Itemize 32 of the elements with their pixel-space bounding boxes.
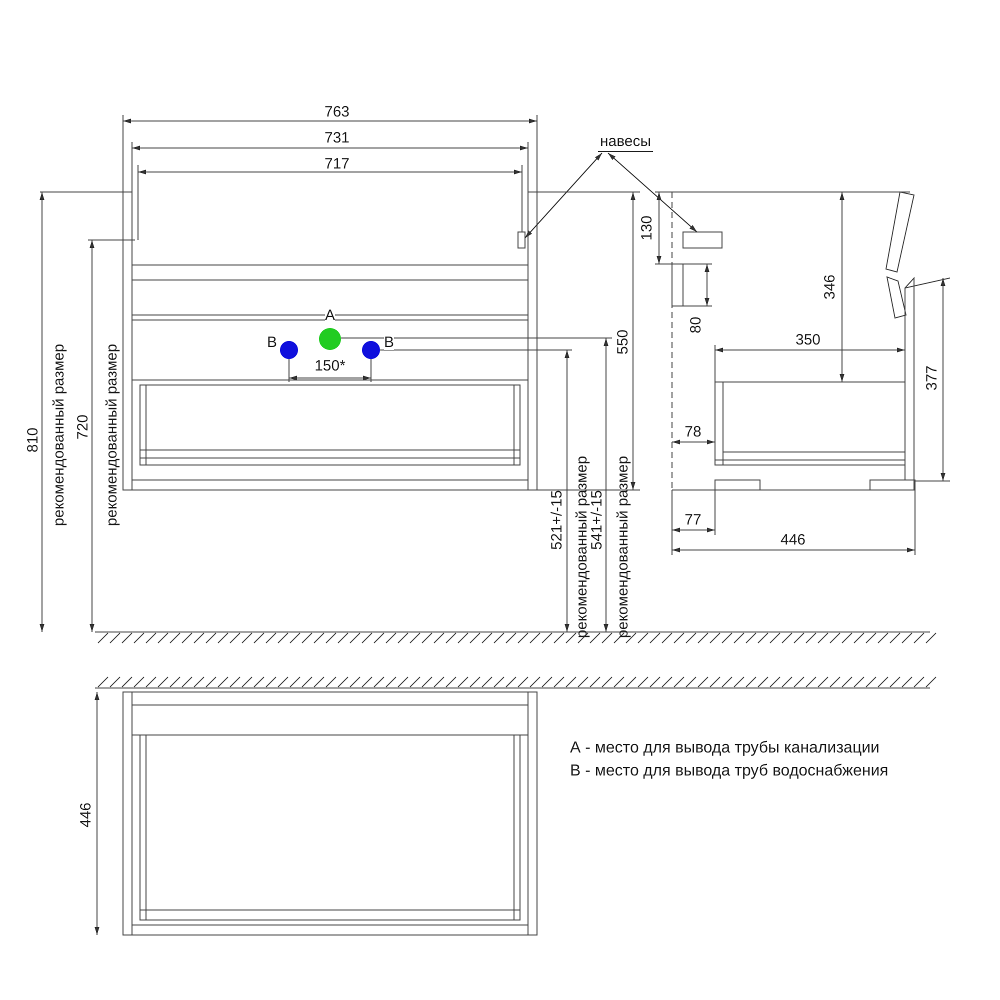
leader-line: [608, 152, 698, 232]
point-letter: А: [325, 309, 335, 323]
dimension-note: рекомендованный размер: [50, 344, 68, 526]
dimension-label: 80: [688, 316, 704, 334]
dimension-label: 150*: [314, 358, 346, 374]
dimension-label: 720: [74, 414, 92, 440]
dimension-label: 810: [24, 427, 42, 453]
dimension-label: 377: [924, 365, 940, 391]
dimension-label: 541+/-15: [588, 490, 606, 550]
dimension-label: 763: [324, 104, 350, 120]
legend-note: В - место для вывода труб водоснабжения: [570, 762, 888, 780]
dimension-note: рекомендованный размер: [614, 456, 632, 638]
dimension-label: 446: [780, 532, 806, 548]
dimension-label: 350: [795, 332, 821, 348]
point-letter: В: [384, 336, 394, 350]
dimension-label: 446: [78, 802, 94, 828]
legend-note: А - место для вывода трубы канализации: [570, 740, 880, 756]
hinge: [682, 232, 722, 248]
dimension-label: 550: [614, 329, 632, 355]
callout-label: навесы: [598, 133, 654, 152]
dimension-note: рекомендованный размер: [104, 344, 120, 526]
point-letter: В: [267, 336, 277, 350]
dimension-label: 731: [324, 130, 350, 146]
dimension-label: 78: [684, 424, 702, 440]
dimension-note: рекомендованный размер: [574, 456, 590, 638]
dimension-label: 346: [822, 274, 838, 300]
dimension-label: 521+/-15: [548, 490, 566, 550]
dimension-label: 130: [638, 215, 656, 241]
dimension-label: 717: [324, 156, 350, 172]
leader-line: [524, 152, 602, 238]
dimension-label: 77: [684, 512, 702, 528]
hinge: [518, 232, 526, 248]
